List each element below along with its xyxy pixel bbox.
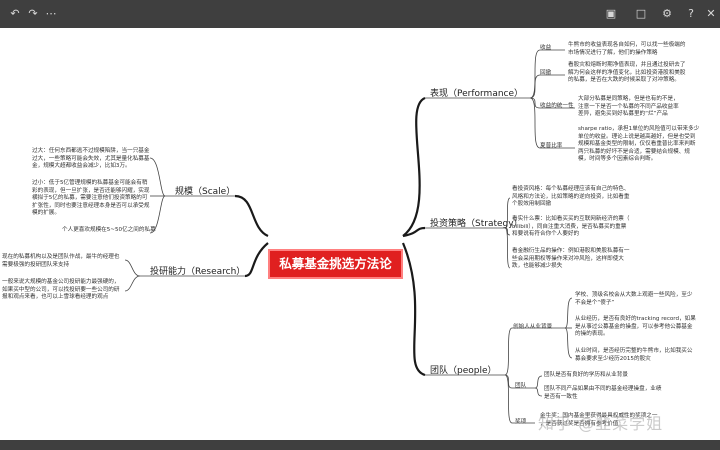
people-founder-record-text: 从业经历，是否有良好的tracking record，如果 是从事过公募基金的操… bbox=[575, 316, 696, 338]
branch-scale[interactable]: 规模（Scale） bbox=[175, 187, 236, 197]
performance-return-text: 牛熊市的收益表现各自如何，可以找一些极端的 市场情况进行了解，他们的操作策略 bbox=[568, 42, 686, 56]
strategy-style-text: 看投资风格：每个私募经理应该有自己的特色、 风格和方法论，比如策略的逆向投资，比… bbox=[512, 186, 630, 208]
strategy-derivatives-text: 看金融衍生品的操作：例如港股和美股私募有一 些会采用期权等操作来对冲风险，这样即… bbox=[512, 248, 630, 270]
more-icon[interactable]: ⋯ bbox=[45, 7, 57, 20]
performance-drawdown-label[interactable]: 回撤 bbox=[540, 70, 552, 76]
people-team-consistency-text: 团队不同产品如果由不同的基金经理操盘，业绩 是否有一致性 bbox=[544, 386, 662, 400]
scale-too-large-text: 过大：任何东西都逃不过规模陷阱，当一只基金 过大，一些策略可能会失效，尤其是量化… bbox=[32, 148, 150, 170]
people-founder-label[interactable]: 创始人从业背景 bbox=[513, 324, 553, 330]
people-founder-time-text: 从业时间，是否经历完整的牛熊市，比如我买公 募会要求至少经历2015的股灾 bbox=[575, 348, 693, 362]
back-icon[interactable]: ↶ bbox=[10, 7, 20, 20]
line-research bbox=[244, 242, 269, 278]
window-icon[interactable]: □ bbox=[635, 7, 647, 20]
line-strategy bbox=[402, 226, 426, 238]
people-awards-label[interactable]: 奖项 bbox=[515, 419, 527, 425]
watermark: 知乎 @韭菜学姐 bbox=[538, 414, 664, 433]
line-scale bbox=[234, 194, 269, 238]
strategy-holdings-text: 看实什么票：比如看买买的互联网新经济的票（ bilibili），同自注重大消费，… bbox=[512, 216, 630, 238]
research-team-text: 现在的私募机构以及是团队作战，最牛的经理也 需要极强的投研团队来支持 bbox=[2, 254, 120, 268]
people-team-education-text: 团队是否有良好的学历和从业背景 bbox=[544, 372, 628, 378]
scale-preference-text: 个人更喜欢规模在5~50亿之间的私募 bbox=[62, 227, 156, 233]
close-icon[interactable]: ✕ bbox=[706, 7, 716, 20]
performance-consistency-label[interactable]: 收益的统一性 bbox=[540, 103, 574, 109]
toolbar: ↶ ↷ ⋯ ▣ □ ⚙ ? ✕ bbox=[0, 0, 720, 28]
branch-research[interactable]: 投研能力（Research） bbox=[150, 267, 246, 277]
settings-icon[interactable]: ⚙ bbox=[662, 7, 672, 20]
connector-lines bbox=[124, 49, 575, 424]
scale-too-small-text: 过小：低于5亿管理规模的私募基金可能会有稍 彩的表现，但一旦扩张，是否还能够闪耀… bbox=[32, 180, 150, 217]
branch-performance[interactable]: 表现（Performance） bbox=[430, 89, 524, 99]
performance-consistency-text: 大部分私募是同策略，但是也有的不是， 注意一下是否一个私募的不同产品收益率 差异… bbox=[578, 96, 679, 118]
help-icon[interactable]: ? bbox=[688, 7, 694, 20]
redo-icon[interactable]: ↷ bbox=[28, 7, 38, 20]
save-icon[interactable]: ▣ bbox=[605, 7, 617, 20]
branch-strategy[interactable]: 投资策略（Strategy） bbox=[430, 219, 523, 229]
performance-sharpe-label[interactable]: 夏普比率 bbox=[540, 143, 563, 149]
performance-return-label[interactable]: 收益 bbox=[540, 45, 552, 51]
performance-drawdown-text: 看股灾和熔断时期净值表现，并且通过投研去了 解为何会这样的净值变化，比如投资港股… bbox=[568, 62, 686, 84]
bottom-bar bbox=[0, 440, 720, 450]
mindmap-canvas: 私募基金挑选方法论 表现（Performance） 投资策略（Strategy）… bbox=[0, 28, 720, 450]
central-topic[interactable]: 私募基金挑选方法论 bbox=[268, 249, 403, 279]
line-people bbox=[401, 242, 426, 377]
people-team-label[interactable]: 团队 bbox=[515, 383, 527, 389]
branch-people[interactable]: 团队（people） bbox=[430, 366, 497, 376]
people-awards-text: 金牛奖：国内基金里获得最具权威性的奖项之一 ，是否获过奖是否拥有参考价值 bbox=[540, 413, 658, 427]
performance-sharpe-text: sharpe ratio，承担1单位的风险值可以带来多少 单位的收益。理论上说是… bbox=[578, 126, 700, 163]
line-performance bbox=[402, 96, 426, 237]
people-founder-school-text: 学校、顶级名校会从大数上观避一些风险，至少 不会是个“傻子” bbox=[575, 292, 693, 306]
research-method-text: 一般来说大规模的基金公司投研能力最强硬的， 如果买中型的公司，可以找投研要一些公… bbox=[2, 279, 120, 301]
